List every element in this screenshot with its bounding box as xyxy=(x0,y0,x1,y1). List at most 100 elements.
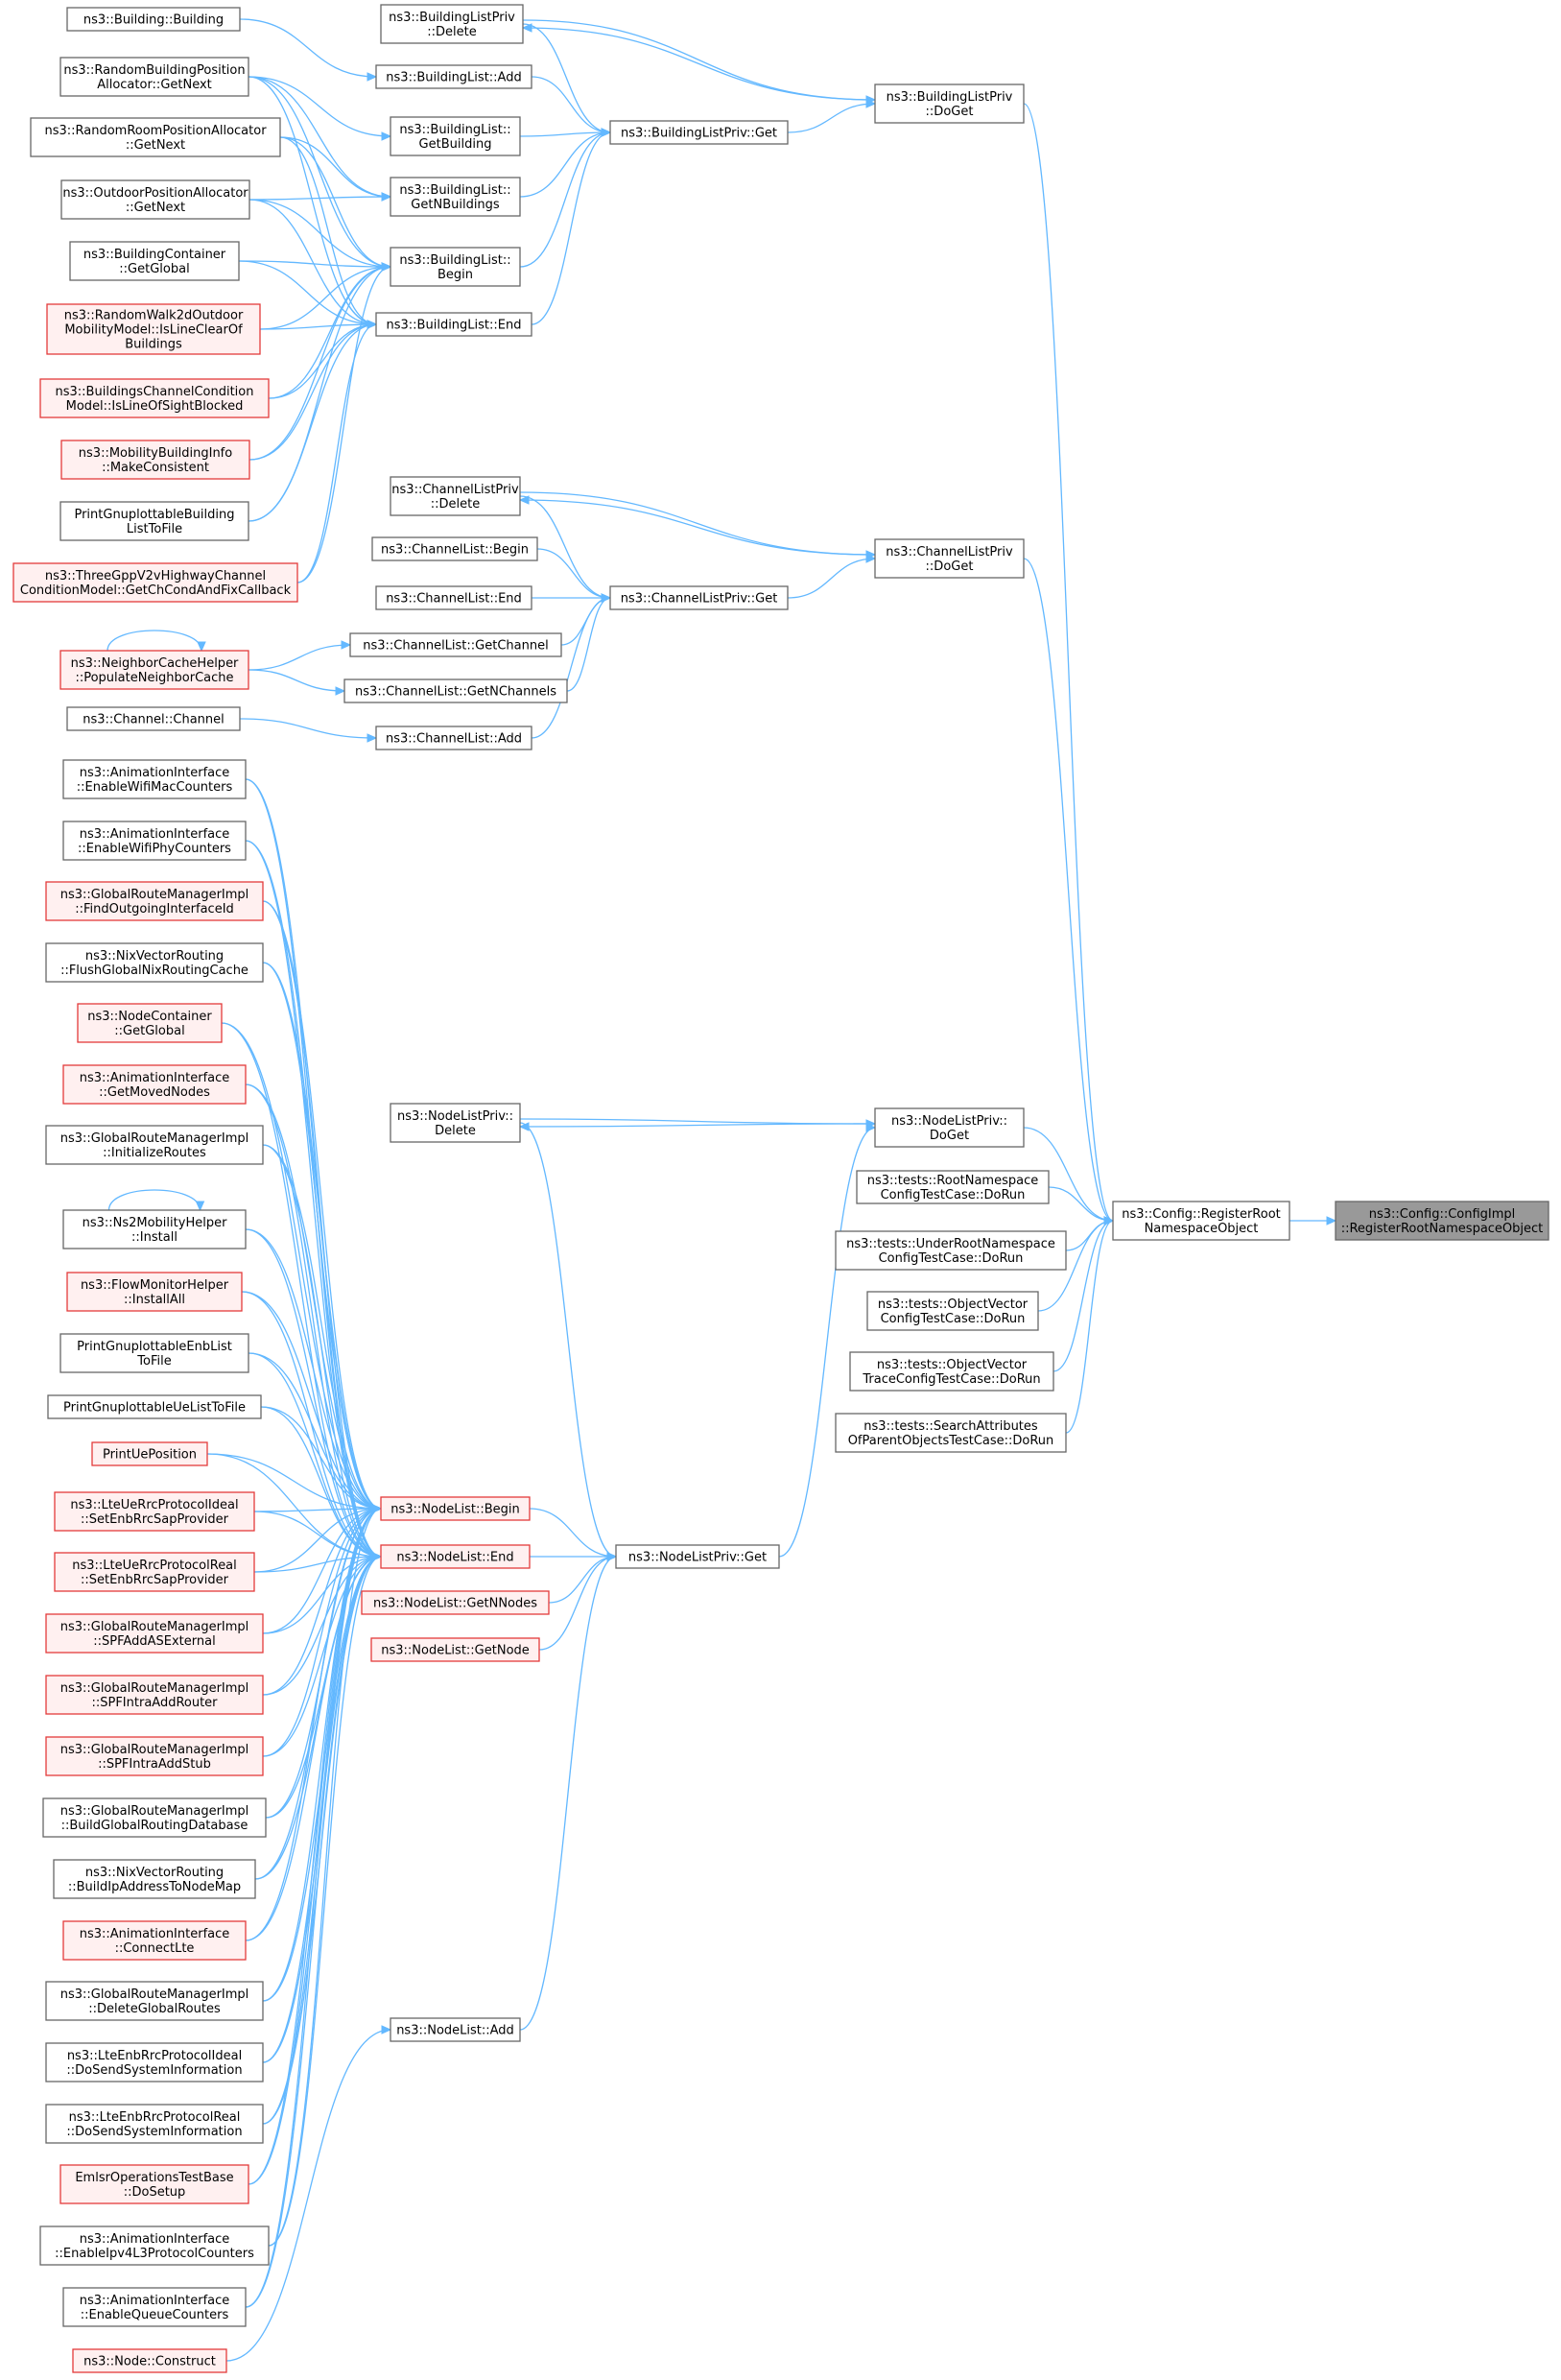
node-box xyxy=(375,585,532,610)
node-box xyxy=(59,1333,249,1373)
node-opa[interactable]: ns3::OutdoorPositionAllocator::GetNext xyxy=(60,179,250,220)
node-root[interactable]: ns3::Config::ConfigImpl::RegisterRootNam… xyxy=(1335,1201,1549,1241)
node-blpDoGet[interactable]: ns3::BuildingListPriv::DoGet xyxy=(874,83,1025,124)
node-bBuilding[interactable]: ns3::Building::Building xyxy=(66,7,241,32)
node-label: ns3::GlobalRouteManagerImpl xyxy=(60,1681,249,1696)
node-ns2[interactable]: ns3::Ns2MobilityHelper::Install xyxy=(62,1209,247,1250)
node-ncGlobal[interactable]: ns3::NodeContainer::GetGlobal xyxy=(77,1003,223,1043)
node-box xyxy=(349,632,562,657)
node-box xyxy=(609,585,789,610)
node-label: ::SPFIntraAddStub xyxy=(98,1757,211,1772)
node-nlAdd[interactable]: ns3::NodeList::Add xyxy=(390,2017,521,2042)
node-nlGetNode[interactable]: ns3::NodeList::GetNode xyxy=(370,1637,540,1662)
node-grmDel[interactable]: ns3::GlobalRouteManagerImpl::DeleteGloba… xyxy=(45,1981,264,2021)
node-label: ::Delete xyxy=(427,25,476,39)
node-label: ns3::AnimationInterface xyxy=(80,2294,230,2308)
node-pgUe[interactable]: PrintGnuplottableUeListToFile xyxy=(47,1394,262,1419)
node-pup[interactable]: PrintUePosition xyxy=(91,1441,208,1466)
node-label: ::ConnectLte xyxy=(115,1941,195,1956)
node-nixBuild[interactable]: ns3::NixVectorRouting::BuildIpAddressToN… xyxy=(53,1859,256,1899)
node-enbIdeal[interactable]: ns3::LteEnbRrcProtocolIdeal::DoSendSyste… xyxy=(45,2042,264,2082)
node-nlpDelete[interactable]: ns3::NodeListPriv::Delete xyxy=(390,1103,521,1143)
node-t3[interactable]: ns3::tests::ObjectVectorConfigTestCase::… xyxy=(866,1291,1039,1331)
node-mbi[interactable]: ns3::MobilityBuildingInfo::MakeConsisten… xyxy=(60,440,250,480)
node-grmFind[interactable]: ns3::GlobalRouteManagerImpl::FindOutgoin… xyxy=(45,881,264,921)
node-nixFlush[interactable]: ns3::NixVectorRouting::FlushGlobalNixRou… xyxy=(45,942,264,983)
node-clGetChannel[interactable]: ns3::ChannelList::GetChannel xyxy=(349,632,562,657)
node-label: ::EnableWifiMacCounters xyxy=(77,780,233,795)
node-blEnd[interactable]: ns3::BuildingList::End xyxy=(375,312,532,337)
node-grmExt[interactable]: ns3::GlobalRouteManagerImpl::SPFAddASExt… xyxy=(45,1613,264,1654)
node-label: ns3::tests::ObjectVector xyxy=(877,1358,1028,1372)
node-nlGetN[interactable]: ns3::NodeList::GetNNodes xyxy=(361,1590,550,1615)
node-reg[interactable]: ns3::Config::RegisterRootNamespaceObject xyxy=(1112,1201,1290,1241)
node-clpDelete[interactable]: ns3::ChannelListPriv::Delete xyxy=(390,476,521,516)
node-label: ns3::GlobalRouteManagerImpl xyxy=(60,1131,249,1146)
edge-t1-to-reg xyxy=(1048,1186,1115,1226)
node-label: ConfigTestCase::DoRun xyxy=(881,1312,1026,1326)
node-grmInit[interactable]: ns3::GlobalRouteManagerImpl::InitializeR… xyxy=(45,1125,264,1165)
node-fmh[interactable]: ns3::FlowMonitorHelper::InstallAll xyxy=(66,1272,243,1312)
node-lteIdeal[interactable]: ns3::LteUeRrcProtocolIdeal::SetEnbRrcSap… xyxy=(54,1491,255,1532)
node-nlEnd[interactable]: ns3::NodeList::End xyxy=(380,1544,531,1569)
node-rrpa[interactable]: ns3::RandomRoomPositionAllocator::GetNex… xyxy=(30,117,281,157)
node-aiIpv4[interactable]: ns3::AnimationInterface::EnableIpv4L3Pro… xyxy=(39,2225,270,2266)
node-blGetBuilding[interactable]: ns3::BuildingList::GetBuilding xyxy=(390,116,521,156)
node-aiWifiMac[interactable]: ns3::AnimationInterface::EnableWifiMacCo… xyxy=(62,759,247,799)
node-blpGet[interactable]: ns3::BuildingListPriv::Get xyxy=(609,120,789,145)
node-bccm[interactable]: ns3::BuildingsChannelConditionModel::IsL… xyxy=(39,378,270,418)
node-blBegin[interactable]: ns3::BuildingList::Begin xyxy=(390,247,521,287)
node-clAdd[interactable]: ns3::ChannelList::Add xyxy=(375,726,532,750)
node-rbpa[interactable]: ns3::RandomBuildingPositionAllocator::Ge… xyxy=(59,57,249,97)
node-clpGet[interactable]: ns3::ChannelListPriv::Get xyxy=(609,585,789,610)
node-nlpDoGet[interactable]: ns3::NodeListPriv::DoGet xyxy=(874,1107,1025,1148)
node-nlBegin[interactable]: ns3::NodeList::Begin xyxy=(380,1496,531,1521)
node-blpDelete[interactable]: ns3::BuildingListPriv::Delete xyxy=(380,4,524,44)
edge-emlsr-to-nlBegin xyxy=(248,1504,383,2185)
node-grmStub[interactable]: ns3::GlobalRouteManagerImpl::SPFIntraAdd… xyxy=(45,1736,264,1776)
node-box xyxy=(1112,1201,1290,1241)
node-label: ::GetGlobal xyxy=(114,1024,184,1038)
node-label: ns3::BuildingList::End xyxy=(387,319,522,333)
node-nodeConstruct[interactable]: ns3::Node::Construct xyxy=(72,2348,227,2373)
node-grmRouter[interactable]: ns3::GlobalRouteManagerImpl::SPFIntraAdd… xyxy=(45,1675,264,1715)
node-lteReal[interactable]: ns3::LteUeRrcProtocolReal::SetEnbRrcSapP… xyxy=(54,1552,255,1592)
node-t4[interactable]: ns3::tests::ObjectVectorTraceConfigTestC… xyxy=(849,1351,1054,1392)
edge-bccm-to-blBegin xyxy=(268,262,392,399)
node-emlsr[interactable]: EmlsrOperationsTestBase::DoSetup xyxy=(59,2164,249,2204)
node-clGetN[interactable]: ns3::ChannelList::GetNChannels xyxy=(343,678,568,703)
node-clEnd[interactable]: ns3::ChannelList::End xyxy=(375,585,532,610)
node-label: ::GetMovedNodes xyxy=(99,1085,210,1100)
node-label: ::PopulateNeighborCache xyxy=(75,671,233,685)
node-grmBuild[interactable]: ns3::GlobalRouteManagerImpl::BuildGlobal… xyxy=(42,1797,267,1838)
node-bcg[interactable]: ns3::BuildingContainer::GetGlobal xyxy=(69,241,240,281)
node-tgpp[interactable]: ns3::ThreeGppV2vHighwayChannelConditionM… xyxy=(12,562,298,603)
node-label: ns3::ThreeGppV2vHighwayChannel xyxy=(45,569,266,583)
node-box xyxy=(835,1413,1067,1453)
edge-rrpa-to-blBegin xyxy=(279,136,392,272)
node-chChannel[interactable]: ns3::Channel::Channel xyxy=(66,706,241,731)
node-t1[interactable]: ns3::tests::RootNamespaceConfigTestCase:… xyxy=(856,1170,1050,1204)
node-box xyxy=(66,1272,243,1312)
node-enbReal[interactable]: ns3::LteEnbRrcProtocolReal::DoSendSystem… xyxy=(45,2104,264,2144)
node-box xyxy=(59,2164,249,2204)
edge-nixFlush-to-nlBegin xyxy=(262,962,383,1513)
node-clpDoGet[interactable]: ns3::ChannelListPriv::DoGet xyxy=(874,538,1025,579)
node-clBegin[interactable]: ns3::ChannelList::Begin xyxy=(371,536,538,561)
node-aiMoved[interactable]: ns3::AnimationInterface::GetMovedNodes xyxy=(62,1064,247,1105)
node-aiQueue[interactable]: ns3::AnimationInterface::EnableQueueCoun… xyxy=(62,2287,247,2327)
node-blAdd[interactable]: ns3::BuildingList::Add xyxy=(375,64,532,89)
node-rw2d[interactable]: ns3::RandomWalk2dOutdoorMobilityModel::I… xyxy=(46,303,261,355)
node-blGetN[interactable]: ns3::BuildingList::GetNBuildings xyxy=(390,177,521,217)
node-label: ::DeleteGlobalRoutes xyxy=(88,2002,221,2016)
node-aiLte[interactable]: ns3::AnimationInterface::ConnectLte xyxy=(62,1920,247,1961)
node-box xyxy=(609,120,789,145)
node-box xyxy=(60,440,250,480)
node-t2[interactable]: ns3::tests::UnderRootNamespaceConfigTest… xyxy=(835,1230,1067,1271)
node-nch[interactable]: ns3::NeighborCacheHelper::PopulateNeighb… xyxy=(59,650,249,690)
node-nlpGet[interactable]: ns3::NodeListPriv::Get xyxy=(615,1544,780,1569)
node-t5[interactable]: ns3::tests::SearchAttributesOfParentObje… xyxy=(835,1413,1067,1453)
node-aiWifiPhy[interactable]: ns3::AnimationInterface::EnableWifiPhyCo… xyxy=(62,821,247,861)
